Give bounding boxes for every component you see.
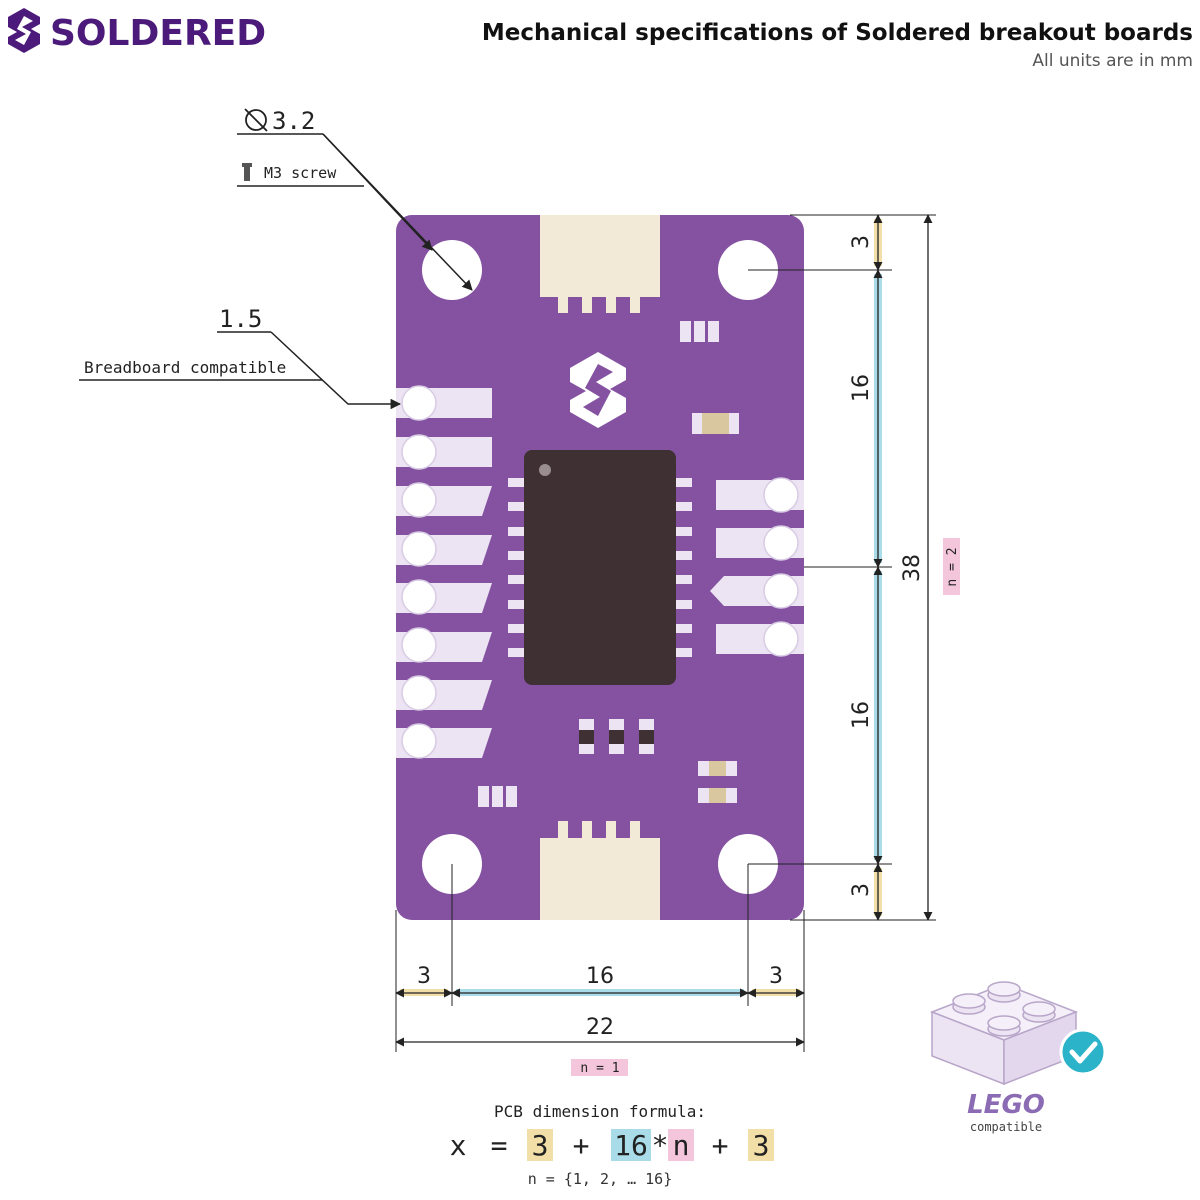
dim-total-height: 38 — [900, 554, 925, 582]
vertical-dimensions: 3 16 16 3 38 n = 2 — [747, 214, 960, 1006]
formula-term3: n — [673, 1129, 690, 1162]
formula-range: n = {1, 2, … 16} — [528, 1170, 673, 1188]
capacitor-bottom-1 — [698, 761, 737, 776]
hole-diameter-callout: 3.2 M3 screw — [237, 107, 473, 291]
dim-bottom-margin: 3 — [849, 883, 874, 897]
lego-caption: compatible — [970, 1120, 1042, 1134]
check-icon — [1059, 1028, 1107, 1076]
formula-lhs: x — [450, 1129, 467, 1162]
dim-right-margin: 3 — [769, 964, 783, 989]
brand-name: SOLDERED — [50, 13, 266, 54]
page-title: Mechanical specifications of Soldered br… — [482, 20, 1193, 46]
pin-pitch-value: 1.5 — [219, 305, 262, 333]
formula-heading: PCB dimension formula: — [494, 1102, 706, 1121]
formula-term2-highlight — [611, 1129, 651, 1161]
formula-plus1: + — [573, 1129, 590, 1162]
pin-pitch-callout: 1.5 Breadboard compatible — [79, 305, 402, 410]
formula-term1: 3 — [532, 1129, 549, 1162]
formula-equals: = — [491, 1129, 508, 1162]
formula-term4-highlight — [748, 1129, 774, 1161]
n-label-horizontal: n = 1 — [580, 1061, 619, 1076]
capacitor-top — [692, 413, 739, 434]
dimension-formula: PCB dimension formula: x = 3 + 16 * n + … — [450, 1102, 774, 1188]
screw-icon — [242, 163, 252, 181]
n-label-vertical: n = 2 — [945, 547, 960, 586]
capacitor-bottom-2 — [698, 788, 737, 803]
resistor-array-top — [680, 321, 719, 342]
page-subtitle: All units are in mm — [1032, 51, 1193, 71]
ic-chip — [508, 450, 692, 685]
lego-logo-text: LEGO — [967, 1090, 1045, 1120]
diameter-icon — [244, 108, 268, 132]
n-label-vertical-highlight — [943, 538, 960, 595]
left-pin-pads — [396, 385, 492, 759]
resistor-array-bottom — [478, 786, 517, 807]
dim-left-margin: 3 — [417, 964, 431, 989]
transistor-row — [579, 719, 654, 754]
formula-times: * — [652, 1129, 669, 1162]
right-pin-pads — [710, 477, 804, 657]
screw-label: M3 screw — [264, 164, 337, 182]
n-label-horizontal-highlight — [571, 1059, 628, 1076]
dim-total-width: 22 — [586, 1015, 614, 1040]
lego-compatible-badge: LEGO compatible — [929, 981, 1107, 1134]
formula-term1-highlight — [527, 1129, 553, 1161]
formula-plus2: + — [712, 1129, 729, 1162]
dim-bottom-segment: 16 — [849, 701, 874, 729]
formula-term3-highlight — [668, 1129, 694, 1161]
dim-top-margin: 3 — [849, 235, 874, 249]
dim-width-segment: 16 — [586, 964, 614, 989]
formula-term2: 16 — [614, 1129, 648, 1162]
dim-top-segment: 16 — [849, 374, 874, 402]
breadboard-label: Breadboard compatible — [84, 358, 286, 377]
pcb-board — [396, 215, 804, 920]
hole-diameter-value: 3.2 — [272, 107, 315, 135]
connector-bottom — [540, 821, 660, 920]
lego-brick-icon — [929, 981, 1079, 1086]
formula-term4: 3 — [753, 1129, 770, 1162]
brand-logo: SOLDERED — [8, 8, 266, 54]
connector-top — [540, 215, 660, 313]
horizontal-dimensions: 3 16 3 22 n = 1 — [395, 864, 805, 1076]
